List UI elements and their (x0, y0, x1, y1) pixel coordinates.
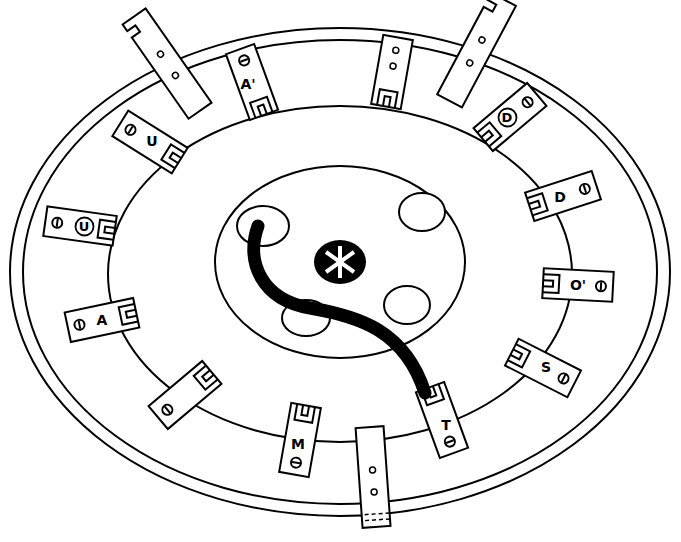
terminal-letter: D (554, 189, 566, 205)
contact-tab (65, 298, 140, 342)
terminal-circle (498, 108, 516, 126)
terminal-letter: M (291, 437, 305, 451)
terminal-letter: U (146, 134, 157, 148)
terminal-letter: D (554, 190, 566, 204)
contact-tab (474, 83, 547, 151)
inner-rim (23, 40, 657, 504)
contact-tab (371, 35, 413, 109)
wire (254, 226, 425, 393)
contact-tab (149, 361, 222, 429)
terminal-letter: S (541, 359, 551, 375)
spindle-key (326, 246, 354, 278)
terminal-letter: M (291, 436, 305, 452)
terminal-letter: A' (240, 76, 255, 92)
terminal-letter: A (97, 312, 108, 328)
terminal-letter: O' (570, 277, 586, 293)
terminal-letter: T (441, 417, 451, 433)
terminal-letter: A' (240, 77, 255, 91)
terminal-letter: S (541, 360, 551, 374)
bracket-tab (437, 0, 516, 107)
terminal-letter: A (97, 313, 108, 327)
circled-terminal: U (74, 216, 95, 237)
contact-tab (112, 111, 187, 174)
terminal-letter: T (441, 418, 451, 432)
terminal-letter: U (146, 133, 157, 149)
contact-ring (108, 106, 572, 442)
contact-tab (43, 206, 116, 245)
terminal-letter: U (79, 220, 90, 233)
terminal-letter: D (502, 111, 513, 124)
contact-tab (505, 339, 581, 398)
spindle-hole (314, 240, 366, 284)
contact-tab (226, 44, 278, 120)
hub-hole (384, 286, 430, 324)
bracket-tab (123, 8, 212, 118)
terminal-circle (75, 217, 93, 235)
outer-rim (10, 28, 670, 516)
hub-hole (399, 193, 445, 231)
contact-tab (525, 171, 601, 221)
bottom-lead-tab (356, 426, 391, 528)
contact-tab (542, 268, 613, 302)
contact-tab (279, 403, 321, 477)
circled-terminal: D (497, 107, 518, 128)
terminal-letter: O' (570, 278, 586, 292)
